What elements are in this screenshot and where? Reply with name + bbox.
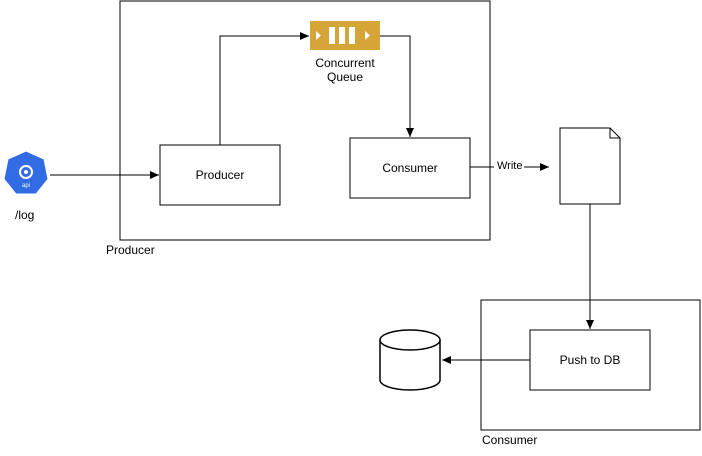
api-icon-text: api xyxy=(22,183,30,189)
consumer-box xyxy=(349,137,471,199)
database-icon xyxy=(379,329,441,391)
queue-label-line2: Queue xyxy=(327,70,363,84)
edge-producer-to-queue xyxy=(219,32,309,145)
file-icon xyxy=(559,127,621,205)
push-to-db-label: Push to DB xyxy=(560,353,621,367)
producer-container-label: Producer xyxy=(106,243,155,257)
queue-icon xyxy=(310,21,380,50)
queue-label-line1: Concurrent xyxy=(315,56,375,70)
edge-queue-to-consumer xyxy=(380,35,414,137)
push-to-db-box xyxy=(529,329,651,391)
producer-box-label: Producer xyxy=(196,168,245,182)
producer-box xyxy=(159,144,281,206)
consumer-container-label: Consumer xyxy=(482,433,537,447)
api-node-label: /log xyxy=(15,208,34,222)
kubernetes-api-icon: api xyxy=(3,150,49,195)
producer-container xyxy=(119,0,491,241)
gear-icon xyxy=(19,165,33,179)
edge-write-label: Write xyxy=(497,160,522,172)
consumer-box-label: Consumer xyxy=(382,161,437,175)
